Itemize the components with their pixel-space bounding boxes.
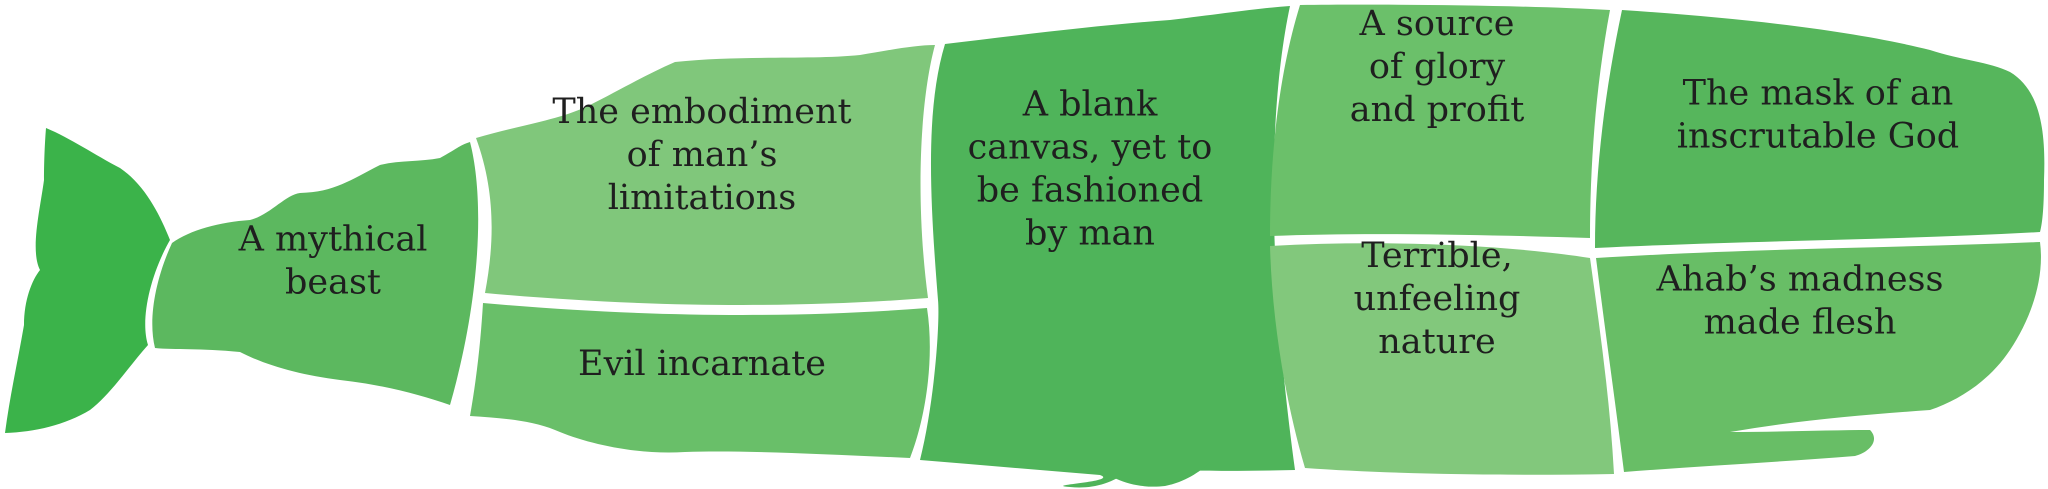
label-line: and profit [1350,90,1525,130]
segment-tail [5,128,170,433]
segment-nature [1270,243,1614,475]
label-line: The embodiment [552,92,851,132]
label-line: unfeeling [1354,279,1521,319]
segment-god [1595,10,2045,248]
segment-canvas [920,6,1295,488]
label-line: by man [1025,214,1155,254]
segment-limits [476,45,935,305]
label-line: canvas, yet to [968,128,1213,168]
segment-beast [152,142,479,405]
label-line: limitations [608,178,797,218]
label-line: be fashioned [977,171,1204,211]
label-line: The mask of an [1683,74,1954,114]
label-line: beast [285,263,381,303]
label-evil: Evil incarnate [578,344,826,384]
label-line: A mythical [238,220,428,260]
label-line: Evil incarnate [578,344,826,384]
label-line: Ahab’s madness [1656,260,1944,300]
label-line: A source [1358,4,1514,44]
label-line: inscrutable God [1677,117,1959,157]
segment-madness [1596,242,2041,472]
label-line: of man’s [627,135,778,175]
label-line: of glory [1369,47,1506,87]
segment-canvas-belly [1095,462,1210,487]
label-line: nature [1378,322,1495,362]
label-line: A blank [1022,85,1158,125]
label-line: Terrible, [1361,236,1512,276]
label-line: made flesh [1704,303,1897,343]
segment-glory [1270,4,1610,238]
segment-evil [470,303,930,458]
